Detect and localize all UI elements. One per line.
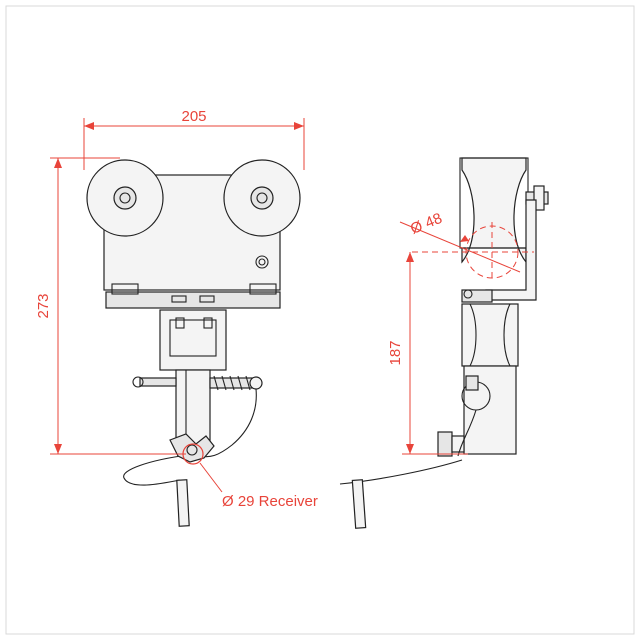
pipe-diameter-leader xyxy=(399,221,521,273)
side-hanging-pin xyxy=(351,479,367,529)
height-arrow-bottom xyxy=(54,444,62,454)
side-neck xyxy=(461,303,519,367)
width-arrow-right xyxy=(294,122,304,130)
neck-bolt-left xyxy=(175,317,185,329)
width-arrow-left xyxy=(84,122,94,130)
side-neck-curves xyxy=(469,303,511,367)
bolt-right xyxy=(199,295,215,303)
hanging-pin xyxy=(176,479,190,527)
side-height-arrow-top xyxy=(406,252,414,262)
pipe-arrow xyxy=(460,235,469,242)
width-label: 205 xyxy=(181,108,206,125)
side-bracket-bolt xyxy=(463,289,473,299)
bolt-left xyxy=(171,295,187,303)
spring xyxy=(209,375,263,391)
neck-bolt-right xyxy=(203,317,213,329)
pin-handle xyxy=(139,377,177,387)
side-bracket-foot xyxy=(461,289,493,303)
plate-hole-inner xyxy=(258,258,266,266)
page-border xyxy=(5,5,635,635)
right-wheel-axle xyxy=(256,192,268,204)
left-wheel-axle xyxy=(119,192,131,204)
left-wheel-hub xyxy=(113,186,137,210)
left-foot xyxy=(111,283,139,295)
right-foot xyxy=(249,283,277,295)
side-wheel xyxy=(461,157,527,264)
receiver-label: Ø 29 Receiver xyxy=(222,493,318,510)
receiver-leader xyxy=(199,462,223,493)
side-clamp-knob xyxy=(437,431,453,457)
front-view: Ø 29 Receiver 205 273 xyxy=(35,108,318,527)
side-pin-cable xyxy=(457,409,477,457)
height-arrow-top xyxy=(54,158,62,168)
side-height-label: 187 xyxy=(387,340,404,365)
lanyard-left xyxy=(123,454,189,486)
base-bar xyxy=(105,291,281,309)
neck-window xyxy=(169,319,217,357)
lanyard-right xyxy=(199,388,257,458)
side-pin-head xyxy=(465,375,479,391)
right-wheel-hub xyxy=(250,186,274,210)
side-height-arrow-bottom xyxy=(406,444,414,454)
clamp-center xyxy=(186,444,198,456)
height-label: 273 xyxy=(35,293,52,318)
pin-knob xyxy=(132,376,144,388)
plate-hole xyxy=(255,255,269,269)
pipe-diameter-label: Ø 48 xyxy=(408,210,445,238)
side-nut xyxy=(533,185,545,211)
side-view: Ø 48 187 xyxy=(339,157,549,529)
